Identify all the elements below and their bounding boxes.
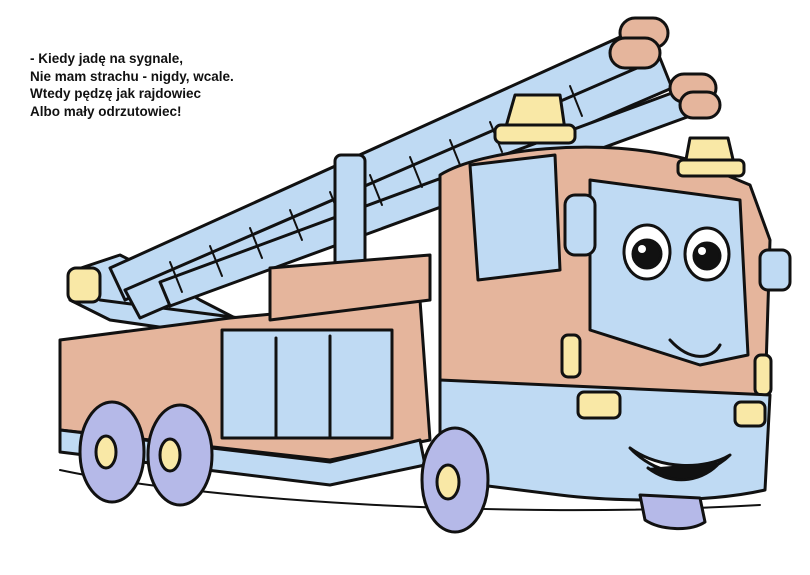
poem-line: Nie mam strachu - nigdy, wcale. — [30, 68, 234, 84]
poem-line: Wtedy pędzę jak rajdowiec — [30, 86, 202, 101]
rear-wheel-2 — [146, 403, 214, 507]
truck-cab — [438, 145, 792, 422]
rear-wheel-1 — [78, 400, 146, 504]
front-wheel — [420, 426, 490, 534]
poem-line: Albo mały odrzutowiec! — [30, 103, 182, 119]
truck-face — [622, 223, 731, 358]
front-wheel-far — [638, 493, 707, 531]
poem-text: - Kiedy jadę na sygnale, Nie mam strachu… — [30, 50, 234, 120]
front-bumper — [438, 378, 772, 502]
wheels — [78, 400, 707, 534]
siren-lights — [493, 93, 746, 178]
poem-line: - Kiedy jadę na sygnale, — [30, 51, 184, 66]
